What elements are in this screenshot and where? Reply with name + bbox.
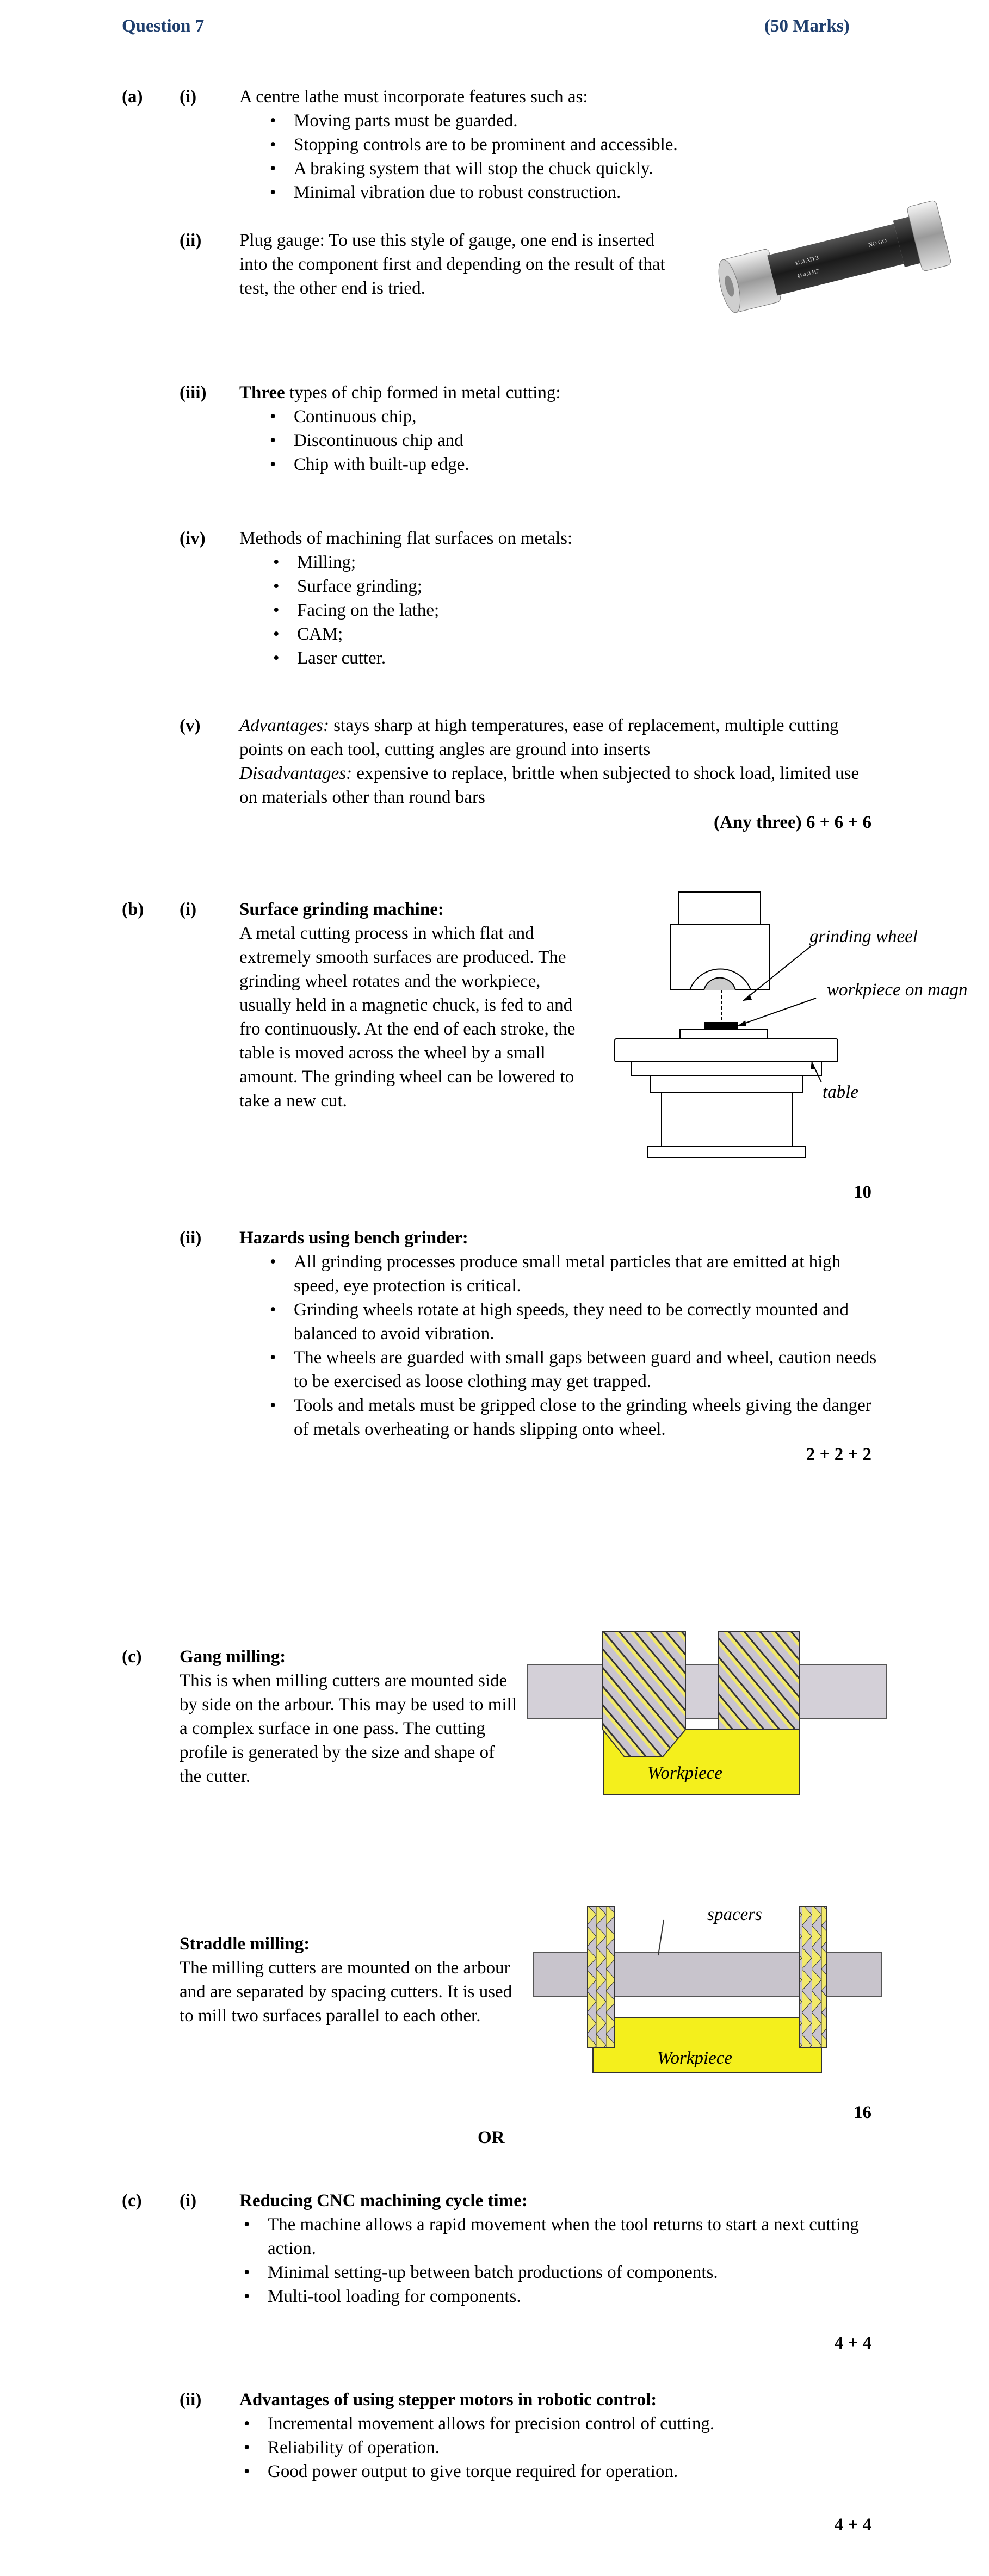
part-a-label: (a) (122, 87, 143, 107)
c-alt-ii-marks: 4 + 4 (834, 2515, 871, 2535)
list-item: Laser cutter. (269, 646, 813, 670)
list-item: Discontinuous chip and (265, 429, 809, 453)
b-ii-title: Hazards using bench grinder: (239, 1228, 468, 1248)
a-i-intro: A centre lathe must incorporate features… (239, 87, 588, 107)
list-item: Chip with built-up edge. (265, 453, 809, 476)
straddle-milling-title: Straddle milling: (180, 1934, 310, 1954)
a-i-num: (i) (180, 87, 197, 107)
question-marks: (50 Marks) (764, 16, 850, 36)
a-iii-num: (iii) (180, 383, 207, 403)
list-item: Multi-tool loading for components. (239, 2284, 881, 2308)
gang-workpiece-label: Workpiece (647, 1763, 722, 1783)
c-alt-ii-num: (ii) (180, 2390, 202, 2410)
list-item: Good power output to give torque require… (239, 2460, 881, 2484)
list-item: Milling; (269, 550, 813, 574)
straddle-workpiece-label: Workpiece (657, 2048, 732, 2068)
list-item: The wheels are guarded with small gaps b… (265, 1346, 886, 1394)
surface-grinder-diagram: grinding wheel workpiece on magnetic chu… (614, 891, 968, 1158)
gang-milling-diagram: Workpiece (527, 1631, 887, 1795)
a-ii-text: Plug gauge: To use this style of gauge, … (239, 231, 665, 298)
list-item: Tools and metals must be gripped close t… (265, 1394, 886, 1441)
list-item: All grinding processes produce small met… (265, 1250, 886, 1298)
c-alt-i-marks: 4 + 4 (834, 2333, 871, 2353)
gang-milling-text: This is when milling cutters are mounted… (180, 1671, 517, 1786)
list-item: Reliability of operation. (239, 2436, 881, 2460)
gang-milling-title: Gang milling: (180, 1647, 286, 1667)
list-item: Incremental movement allows for precisio… (239, 2412, 881, 2436)
c-alt-i-title: Reducing CNC machining cycle time: (239, 2191, 528, 2210)
list-item: Grinding wheels rotate at high speeds, t… (265, 1298, 886, 1346)
list-item: Facing on the lathe; (269, 598, 813, 622)
a-v-num: (v) (180, 716, 201, 735)
straddle-milling-text: The milling cutters are mounted on the a… (180, 1958, 512, 2026)
label-workpiece: workpiece on magnetic chuck (827, 980, 968, 1000)
c-marks: 16 (854, 2103, 871, 2122)
a-ii-num: (ii) (180, 231, 202, 250)
list-item: Surface grinding; (269, 574, 813, 598)
plug-gauge-image: 41.0 AD 3 Ø 4,0 H7 NO GO (718, 200, 951, 313)
list-item: Moving parts must be guarded. (265, 109, 809, 133)
label-grinding-wheel: grinding wheel (809, 927, 918, 946)
b-i-num: (i) (180, 900, 197, 919)
list-item: Stopping controls are to be prominent an… (265, 133, 809, 157)
b-ii-marks: 2 + 2 + 2 (806, 1445, 871, 1464)
or-separator: OR (478, 2128, 505, 2147)
list-item: CAM; (269, 622, 813, 646)
c-alt-ii-list: Incremental movement allows for precisio… (239, 2412, 881, 2484)
straddle-milling-diagram: spacers Workpiece (533, 1905, 882, 2073)
b-ii-list: All grinding processes produce small met… (265, 1250, 886, 1441)
question-title: Question 7 (122, 16, 205, 36)
b-i-marks: 10 (854, 1182, 871, 1202)
c-alt-ii-title: Advantages of using stepper motors in ro… (239, 2390, 657, 2410)
list-item: Continuous chip, (265, 405, 809, 429)
c-alt-i-num: (i) (180, 2191, 197, 2210)
a-marks: (Any three) 6 + 6 + 6 (714, 813, 871, 832)
a-iii-intro: Three types of chip formed in metal cutt… (239, 383, 561, 403)
c-alt-i-list: The machine allows a rapid movement when… (239, 2213, 881, 2308)
a-iv-list: Milling; Surface grinding; Facing on the… (269, 550, 813, 670)
part-c-alt-label: (c) (122, 2191, 142, 2210)
a-iv-intro: Methods of machining flat surfaces on me… (239, 529, 573, 548)
list-item: A braking system that will stop the chuc… (265, 157, 809, 181)
list-item: Minimal setting-up between batch product… (239, 2261, 881, 2284)
label-table: table (823, 1082, 858, 1102)
spacers-label: spacers (707, 1905, 762, 1924)
b-ii-num: (ii) (180, 1228, 202, 1248)
list-item: Minimal vibration due to robust construc… (265, 181, 809, 205)
b-i-text: A metal cutting process in which flat an… (239, 924, 576, 1111)
a-iv-num: (iv) (180, 529, 206, 548)
b-i-title: Surface grinding machine: (239, 900, 444, 919)
part-c-label: (c) (122, 1647, 142, 1667)
a-v-advantages: Advantages: stays sharp at high temperat… (239, 716, 839, 759)
a-i-list: Moving parts must be guarded. Stopping c… (265, 109, 809, 205)
a-iii-list: Continuous chip, Discontinuous chip and … (265, 405, 809, 476)
part-b-label: (b) (122, 900, 144, 919)
a-v-disadvantages: Disadvantages: expensive to replace, bri… (239, 764, 860, 807)
list-item: The machine allows a rapid movement when… (239, 2213, 881, 2261)
